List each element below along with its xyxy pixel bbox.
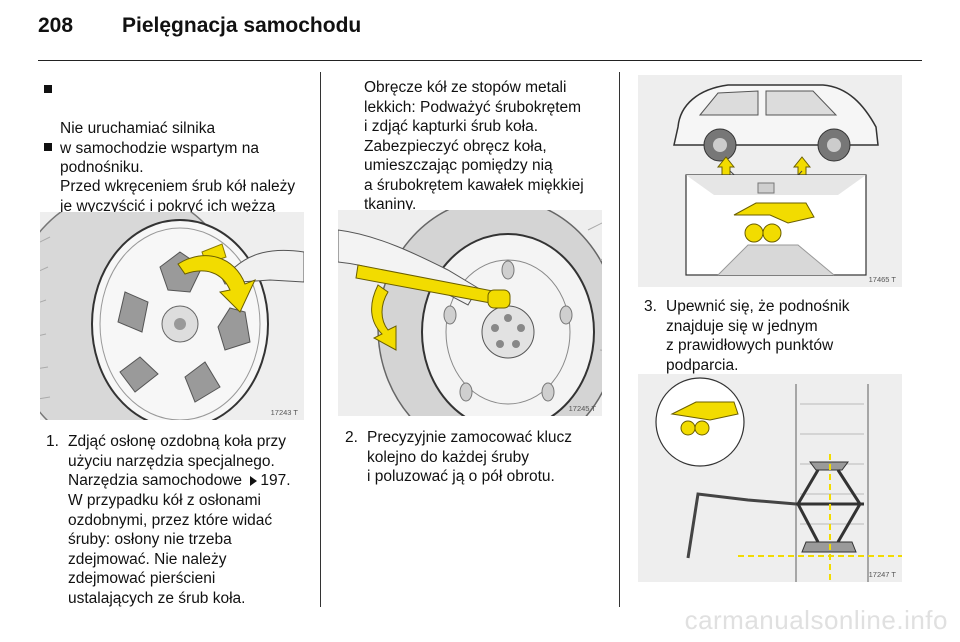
figure-wrench-loosening: 17245 T (338, 210, 602, 416)
step-note: W przypadku kół z osłonami ozdobnymi, pr… (68, 492, 273, 607)
figure-code: 17247 T (868, 570, 896, 579)
figure-code: 17245 T (568, 404, 596, 413)
step-number: 2. (345, 429, 358, 446)
column-divider-2 (619, 72, 620, 607)
page-header: 208 Pielęgnacja samochodu (38, 14, 922, 42)
figure-code: 17243 T (270, 408, 298, 417)
bullet-item: Nie uruchamiać silnika w samochodzie wsp… (44, 80, 314, 178)
bullet-marker (44, 143, 52, 151)
page-number: 208 (38, 14, 74, 37)
watermark: carmanualsonline.info (684, 605, 948, 635)
figure-jack-position: 17465 T (638, 75, 902, 287)
alloy-wheel-instructions: Obręcze kół ze stopów metali lekkich: Po… (364, 79, 584, 213)
step-text: Zdjąć osłonę ozdobną koła przy użyciu na… (68, 433, 286, 489)
step-item: 1. Zdjąć osłonę ozdobną koła przy użyciu… (46, 432, 316, 491)
bullet-text: Nie uruchamiać silnika w samochodzie wsp… (60, 120, 259, 176)
figure-hubcap-removal: 17243 T (40, 212, 304, 420)
figure-scissor-jack: 17247 T (638, 374, 902, 582)
step-text: Upewnić się, że podnośnik znajduje się w… (666, 298, 850, 374)
step-number: 3. (644, 298, 657, 315)
step-item: 3. Upewnić się, że podnośnik znajduje si… (644, 297, 914, 375)
step-number: 1. (46, 433, 59, 450)
arrow-ref-icon (250, 475, 258, 486)
step-item: 2. Precyzyjnie zamocować klucz kolejno d… (345, 428, 615, 487)
hubcap-illustration (40, 212, 304, 420)
step-text: Precyzyjnie zamocować klucz kolejno do k… (367, 429, 573, 485)
wrench-illustration (338, 210, 602, 416)
page-reference: 197. (260, 472, 291, 489)
scissor-jack-illustration (638, 374, 902, 582)
page-title: Pielęgnacja samochodu (122, 14, 362, 37)
column-divider-1 (320, 72, 321, 607)
header-divider (38, 60, 922, 61)
figure-code: 17465 T (868, 275, 896, 284)
bullet-marker (44, 85, 52, 93)
car-jack-points-illustration (638, 75, 902, 287)
